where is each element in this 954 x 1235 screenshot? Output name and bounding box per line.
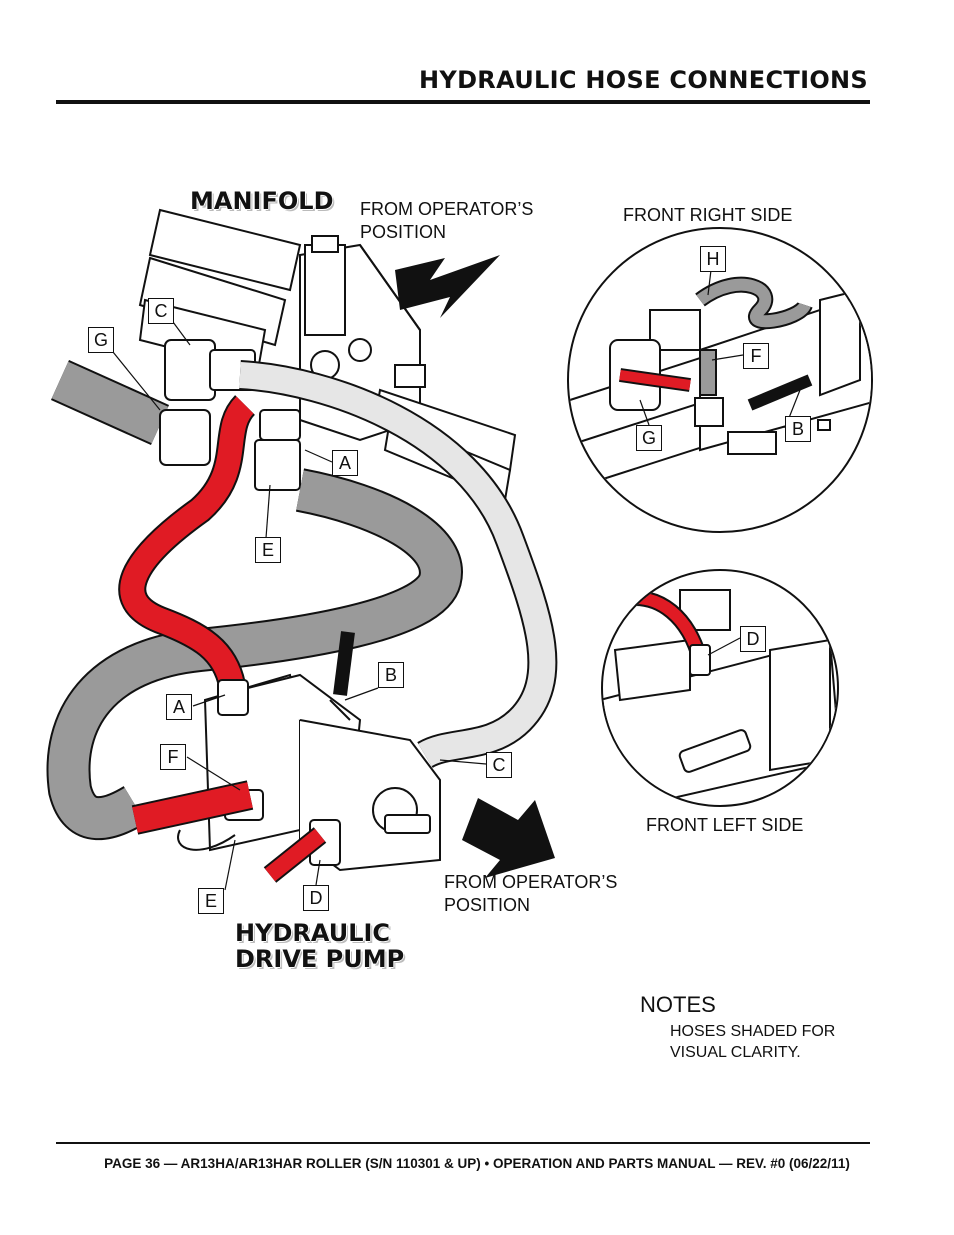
callout-a-pump: A [166, 694, 192, 720]
pump-fitting-b [329, 631, 355, 721]
tube-e [177, 829, 236, 851]
front-left-label: FRONT LEFT SIDE [646, 815, 804, 835]
callout-b-pump: B [378, 662, 404, 688]
callout-d-pump: D [303, 885, 329, 911]
page-footer: PAGE 36 — AR13HA/AR13HAR ROLLER (S/N 110… [104, 1156, 850, 1171]
callout-c-top: C [148, 298, 174, 324]
pump-label-line1: HYDRAULIC [235, 919, 391, 947]
arrow-top-icon [395, 255, 500, 318]
callout-f-inset: F [743, 343, 769, 369]
callout-a-mid: A [332, 450, 358, 476]
page-title: HYDRAULIC HOSE CONNECTIONS [419, 66, 868, 94]
callout-c-pump: C [486, 752, 512, 778]
pump-label-line2: DRIVE PUMP [235, 945, 405, 973]
leader-lines [112, 321, 487, 891]
footer-rule [56, 1142, 870, 1144]
header-rule [56, 100, 870, 104]
callout-g-inset: G [636, 425, 662, 451]
callout-d-inset: D [740, 626, 766, 652]
from-operator-bottom-line1: FROM OPERATOR’S [444, 872, 618, 892]
notes-text: HOSES SHADED FOR VISUAL CLARITY. [670, 1023, 836, 1061]
from-operator-top-line2: POSITION [360, 222, 447, 242]
manifold-label: MANIFOLD [190, 187, 334, 215]
callout-g-left: G [88, 327, 114, 353]
from-operator-top-line1: FROM OPERATOR’S [360, 199, 534, 219]
callout-b-inset: B [785, 416, 811, 442]
manifold-fittings [159, 339, 301, 491]
notes-title: NOTES [640, 992, 716, 1017]
from-operator-bottom-line2: POSITION [444, 895, 531, 915]
callout-e-pump: E [198, 888, 224, 914]
callout-e-mid: E [255, 537, 281, 563]
callout-h-inset: H [700, 246, 726, 272]
arrow-bottom-icon [462, 798, 555, 878]
callout-f-pump: F [160, 744, 186, 770]
front-right-label: FRONT RIGHT SIDE [623, 205, 793, 225]
